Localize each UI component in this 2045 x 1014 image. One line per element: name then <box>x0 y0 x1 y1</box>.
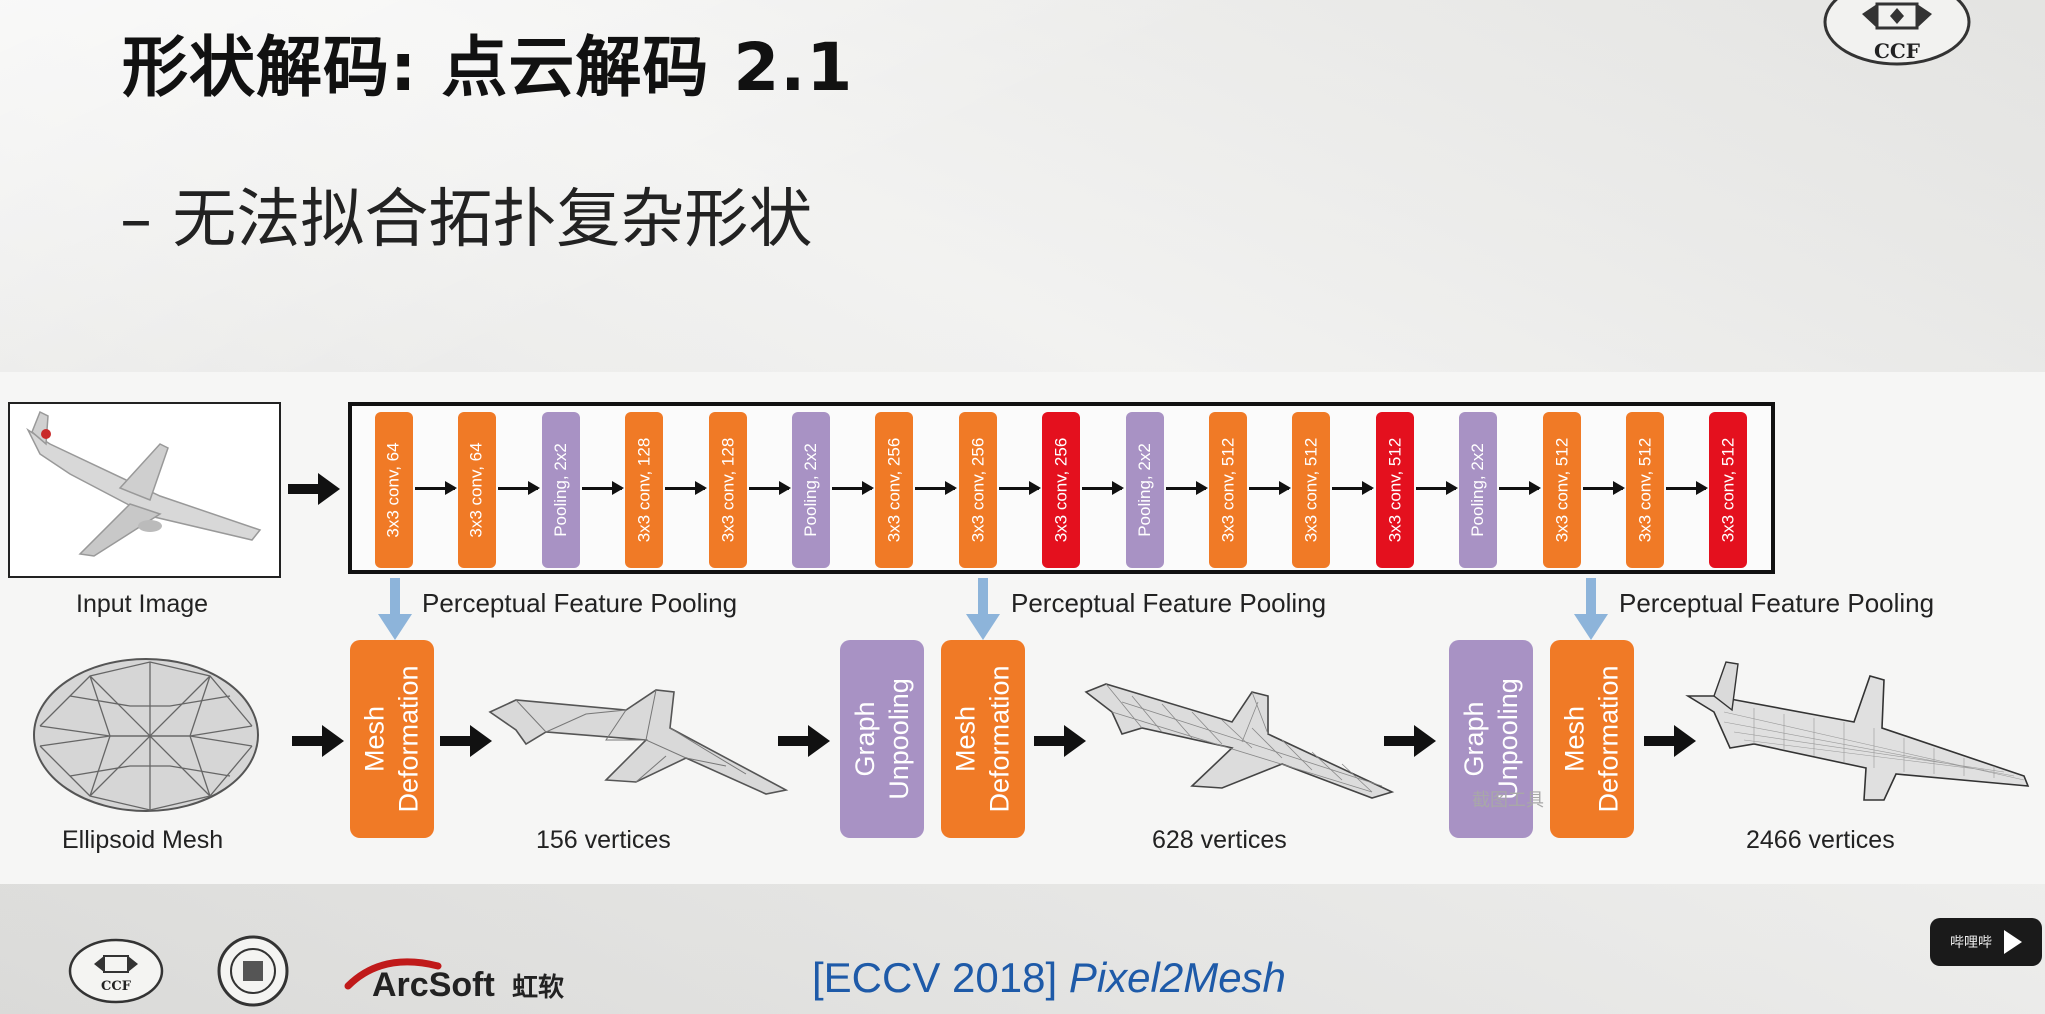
cnn-layer-label: 3x3 conv, 512 <box>1301 437 1320 543</box>
mesh-2466-caption: 2466 vertices <box>1746 826 1895 854</box>
layer-arrow-icon <box>832 481 874 495</box>
cnn-layer-label: 3x3 conv, 256 <box>884 437 903 543</box>
cnn-layer-label: Pooling, 2x2 <box>1468 443 1488 537</box>
mesh-628-caption: 628 vertices <box>1152 826 1287 854</box>
cnn-layer-label: Pooling, 2x2 <box>551 443 571 537</box>
cnn-layer-4: 3x3 conv, 128 <box>625 412 663 568</box>
play-icon <box>2004 930 2022 954</box>
cnn-layer-1: 3x3 conv, 64 <box>375 412 413 568</box>
video-play-badge[interactable]: 哔哩哔 <box>1930 918 2042 966</box>
cnn-layer-14: Pooling, 2x2 <box>1459 412 1497 568</box>
down-arrow-icon <box>378 578 412 640</box>
layer-arrow-icon <box>1666 481 1708 495</box>
slide-bullet: – 无法拟合拓扑复杂形状 <box>120 183 813 257</box>
layer-arrow-icon <box>665 481 707 495</box>
cnn-layer-12: 3x3 conv, 512 <box>1292 412 1330 568</box>
ccf-footer-logo: CCF <box>68 938 164 1004</box>
cnn-layer-label: Pooling, 2x2 <box>801 443 821 537</box>
ellipsoid-mesh-image <box>33 658 259 812</box>
ccf-logo: CCF <box>1823 0 1971 66</box>
cnn-layer-label: 3x3 conv, 512 <box>1552 437 1571 543</box>
svg-text:CCF: CCF <box>101 979 132 994</box>
down-arrow-icon <box>1574 578 1608 640</box>
layer-arrow-icon <box>582 481 624 495</box>
slide-title: 形状解码: 点云解码 2.1 <box>122 29 854 106</box>
cnn-layer-label: 3x3 conv, 512 <box>1718 437 1737 543</box>
cnn-layer-label: 3x3 conv, 512 <box>1385 437 1404 543</box>
arcsoft-logo: ArcSoft 虹软 <box>344 958 564 1004</box>
cnn-layer-7: 3x3 conv, 256 <box>875 412 913 568</box>
cnn-layer-label: 3x3 conv, 128 <box>718 437 737 543</box>
screenshot-tool-watermark: 截图工具 <box>1472 790 1544 811</box>
svg-text:CCF: CCF <box>1874 39 1920 63</box>
input-image-frame <box>8 402 281 578</box>
layer-arrow-icon <box>749 481 791 495</box>
cnn-layer-label: Pooling, 2x2 <box>1135 443 1155 537</box>
layer-arrow-icon <box>1416 481 1458 495</box>
cnn-layer-label: 3x3 conv, 256 <box>1051 437 1070 543</box>
layer-arrow-icon <box>1499 481 1541 495</box>
input-image-caption: Input Image <box>76 590 209 618</box>
layer-arrow-icon <box>1082 481 1124 495</box>
cnn-layer-10: Pooling, 2x2 <box>1126 412 1164 568</box>
cnn-layer-label: 3x3 conv, 512 <box>1218 437 1237 543</box>
layer-arrow-icon <box>498 481 540 495</box>
svg-text:ArcSoft: ArcSoft <box>372 966 495 1004</box>
mesh-2466-image <box>1685 661 2030 801</box>
layer-arrow-icon <box>1249 481 1291 495</box>
cnn-layer-17: 3x3 conv, 512 <box>1709 412 1747 568</box>
arrow-right-icon <box>1034 725 1086 757</box>
cnn-layer-3: Pooling, 2x2 <box>542 412 580 568</box>
pfp-label-2: Perceptual Feature Pooling <box>1011 588 1327 618</box>
cnn-layer-16: 3x3 conv, 512 <box>1626 412 1664 568</box>
cnn-layer-5: 3x3 conv, 128 <box>709 412 747 568</box>
mesh-156-image <box>488 689 789 795</box>
cnn-layer-label: 3x3 conv, 512 <box>1635 437 1654 543</box>
cnn-layer-9: 3x3 conv, 256 <box>1042 412 1080 568</box>
cnn-layer-8: 3x3 conv, 256 <box>959 412 997 568</box>
svg-text:虹软: 虹软 <box>512 973 564 1003</box>
arrow-right-icon <box>440 725 492 757</box>
layer-arrow-icon <box>1332 481 1374 495</box>
arrow-right-icon <box>1384 725 1436 757</box>
layer-arrow-icon <box>915 481 957 495</box>
layer-arrow-icon <box>1583 481 1625 495</box>
cnn-layer-11: 3x3 conv, 512 <box>1209 412 1247 568</box>
cnn-layer-label: 3x3 conv, 64 <box>384 442 404 538</box>
arrow-right-icon <box>288 473 340 505</box>
layer-arrow-icon <box>1166 481 1208 495</box>
cnn-layer-2: 3x3 conv, 64 <box>458 412 496 568</box>
cnn-layer-6: Pooling, 2x2 <box>792 412 830 568</box>
cnn-layer-13: 3x3 conv, 512 <box>1376 412 1414 568</box>
mesh-156-caption: 156 vertices <box>536 826 671 854</box>
layer-arrow-icon <box>415 481 457 495</box>
cnn-layer-15: 3x3 conv, 512 <box>1543 412 1581 568</box>
cnn-layer-label: 3x3 conv, 256 <box>968 437 987 543</box>
arrow-right-icon <box>778 725 830 757</box>
cnn-layer-label: 3x3 conv, 128 <box>634 437 653 543</box>
mesh-628-image <box>1084 683 1395 799</box>
layer-arrow-icon <box>999 481 1041 495</box>
airplane-image <box>26 410 262 557</box>
paper-citation: [ECCV 2018] Pixel2Mesh <box>812 954 1286 1001</box>
arrow-right-icon <box>1644 725 1696 757</box>
pfp-label-3: Perceptual Feature Pooling <box>1619 588 1935 618</box>
ellipsoid-mesh-caption: Ellipsoid Mesh <box>62 826 224 854</box>
pfp-label-1: Perceptual Feature Pooling <box>422 588 738 618</box>
down-arrow-icon <box>966 578 1000 640</box>
cnn-layer-label: 3x3 conv, 64 <box>467 442 487 538</box>
arrow-right-icon <box>292 725 344 757</box>
jilin-university-logo <box>217 935 289 1007</box>
